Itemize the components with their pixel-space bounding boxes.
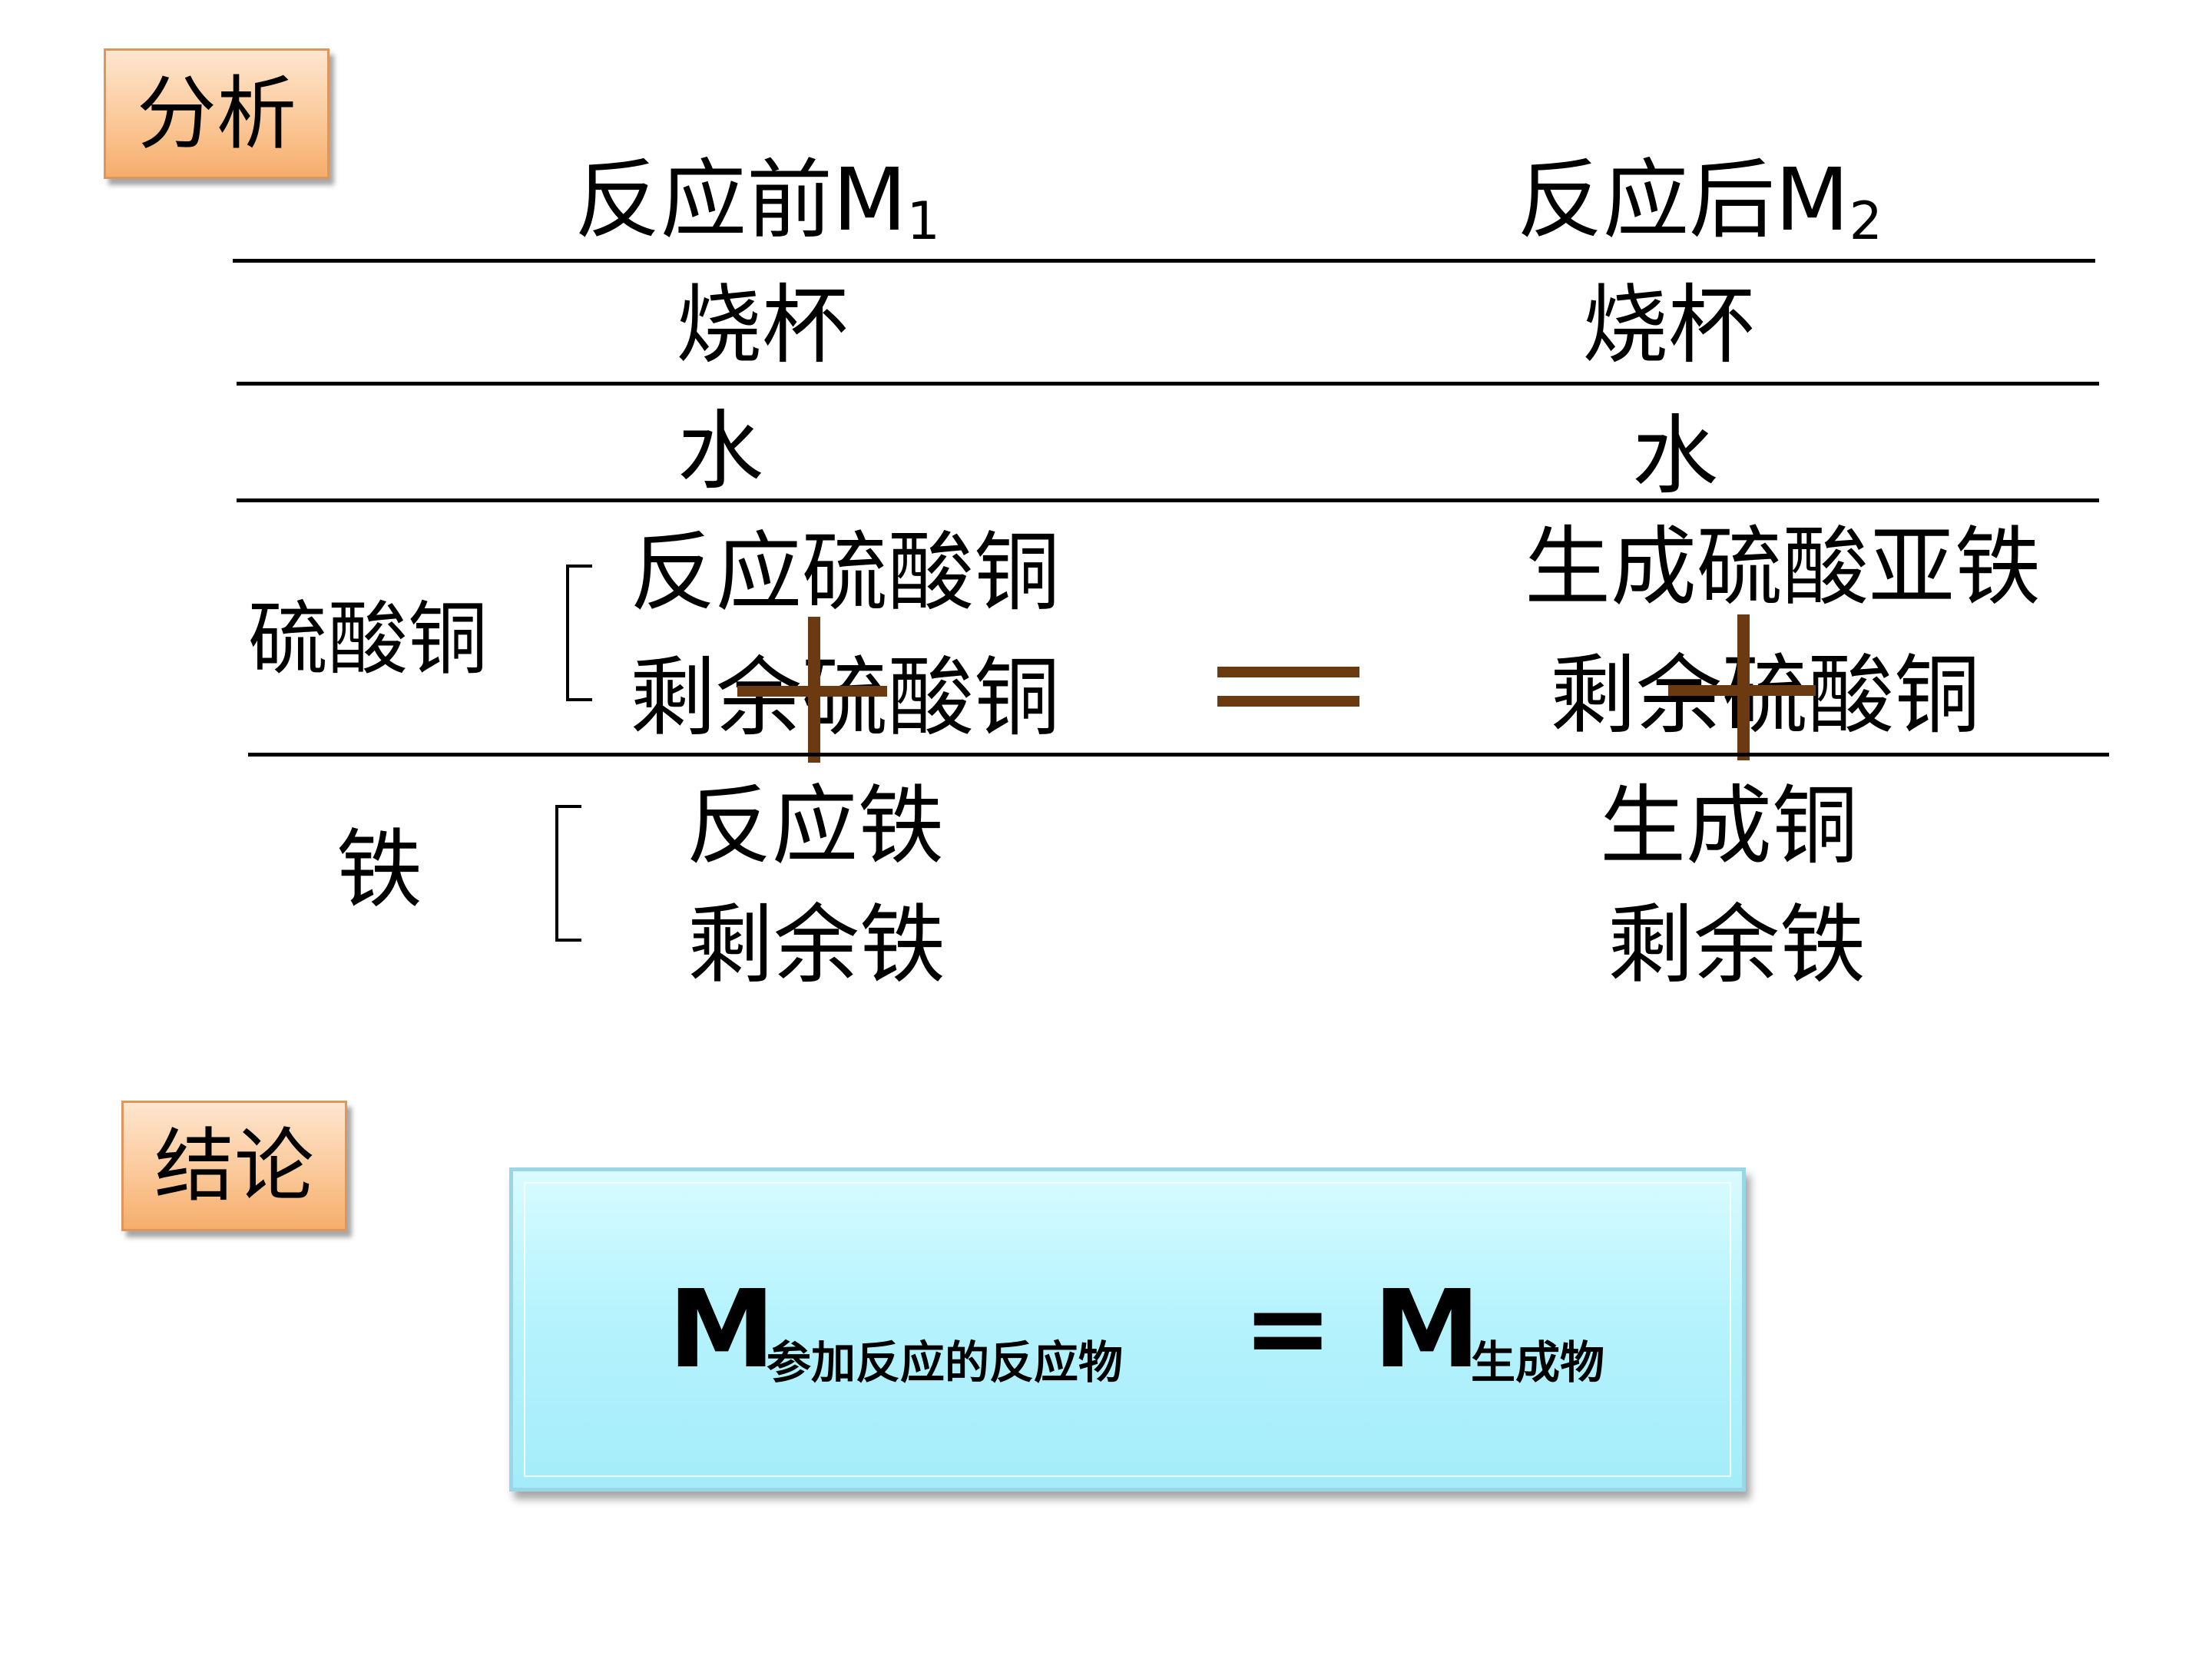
conclusion-tag-label: 结论 bbox=[154, 1119, 314, 1213]
header-before-sub: 1 bbox=[906, 191, 940, 252]
water-after: 水 bbox=[1632, 406, 1718, 506]
plus-sign-left-horizontal bbox=[737, 686, 887, 697]
conclusion-tag: 结论 bbox=[121, 1101, 347, 1231]
table-rule-1 bbox=[233, 259, 2095, 263]
beaker-after: 烧杯 bbox=[1582, 276, 1754, 376]
conclusion-box bbox=[509, 1167, 1746, 1492]
header-after-text: 反应后M bbox=[1517, 151, 1849, 250]
iron-after-2: 剩余铁 bbox=[1608, 896, 1866, 995]
plus-sign-right-horizontal bbox=[1668, 685, 1816, 696]
copper-sulfate-after-2: 剩余硫酸铜 bbox=[1550, 646, 1980, 746]
header-after: 反应后M2 bbox=[1517, 157, 1883, 248]
table-rule-4 bbox=[248, 753, 2109, 757]
iron-after-1: 生成铜 bbox=[1600, 777, 1858, 876]
copper-sulfate-brace bbox=[566, 565, 592, 701]
iron-brace bbox=[555, 805, 581, 942]
formula-equals: = bbox=[1243, 1266, 1333, 1391]
copper-sulfate-label: 硫酸铜 bbox=[248, 592, 488, 686]
table-rule-3 bbox=[237, 498, 2099, 502]
header-before: 反应前M1 bbox=[575, 157, 940, 248]
copper-sulfate-before-1: 反应硫酸铜 bbox=[630, 523, 1060, 623]
formula-right-subscript: 生成物 bbox=[1471, 1336, 1605, 1389]
iron-label: 铁 bbox=[336, 820, 422, 920]
table-rule-2 bbox=[237, 382, 2099, 386]
analysis-tag-label: 分析 bbox=[136, 67, 296, 161]
equals-bar-bottom bbox=[1217, 696, 1359, 707]
iron-before-2: 剩余铁 bbox=[687, 896, 945, 995]
formula-right-symbol: M bbox=[1373, 1267, 1481, 1392]
header-before-text: 反应前M bbox=[575, 151, 907, 250]
formula-left-subscript: 参加反应的反应物 bbox=[767, 1336, 1124, 1389]
copper-sulfate-after-1: 生成硫酸亚铁 bbox=[1525, 518, 2041, 618]
header-after-sub: 2 bbox=[1849, 191, 1883, 252]
copper-sulfate-before-2: 剩余硫酸铜 bbox=[630, 648, 1060, 748]
equals-bar-top bbox=[1217, 667, 1359, 677]
water-before: 水 bbox=[677, 402, 763, 502]
beaker-before: 烧杯 bbox=[676, 276, 848, 376]
analysis-tag: 分析 bbox=[104, 48, 329, 179]
formula-left-symbol: M bbox=[668, 1267, 776, 1392]
iron-before-1: 反应铁 bbox=[686, 777, 944, 876]
